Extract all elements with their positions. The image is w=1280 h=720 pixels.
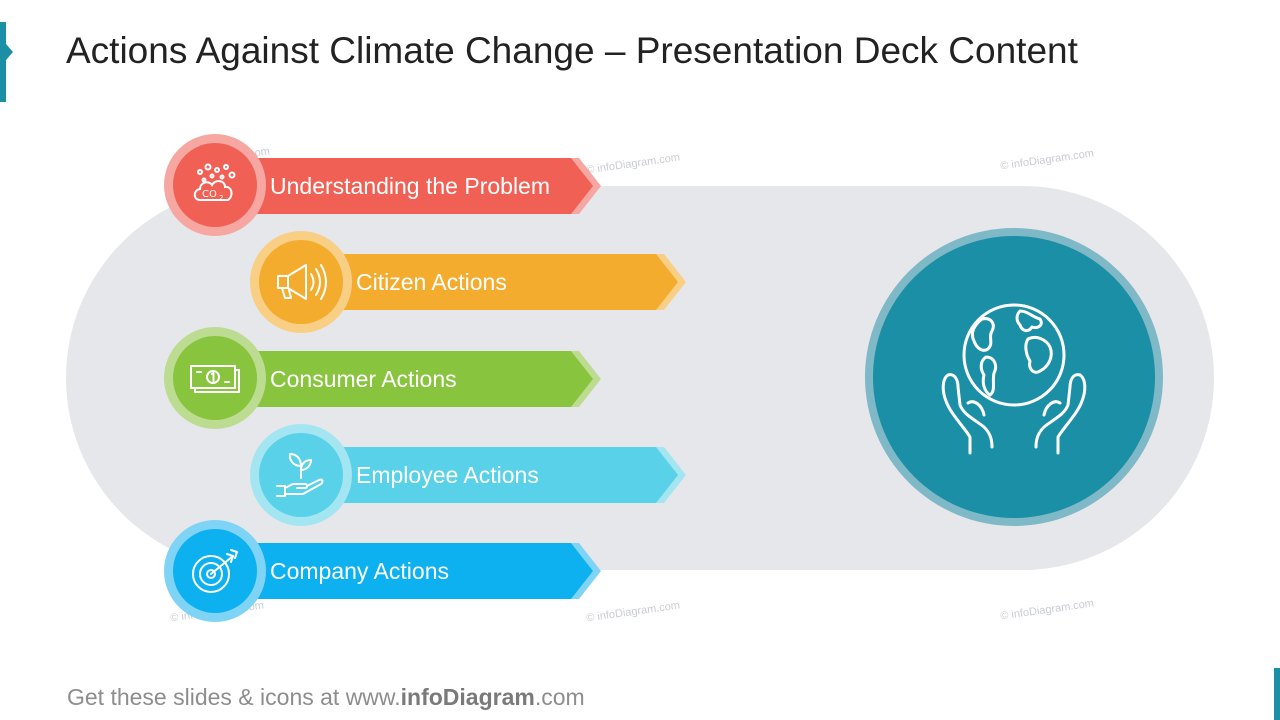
bubble-citizen-actions [250, 231, 352, 333]
banner-arrow [215, 158, 593, 214]
banner-label: Employee Actions [356, 461, 539, 488]
globe-in-hands-icon [941, 303, 1087, 455]
bubble-core [173, 336, 257, 420]
bubble-employee-actions [250, 424, 352, 526]
right-accent-bar [1274, 668, 1280, 720]
watermark: © infoDiagram.com [585, 151, 681, 177]
banner-arrow [300, 254, 678, 310]
footer-brand[interactable]: infoDiagram [400, 684, 535, 710]
banner-understanding-the-problem[interactable]: Understanding the Problem [215, 158, 601, 214]
bubble-core: CO 2 [173, 143, 257, 227]
banner-consumer-actions[interactable]: Consumer Actions [215, 351, 601, 407]
money-bill-icon [190, 365, 240, 393]
globe-circle-inner [873, 236, 1155, 518]
banner-arrow [300, 447, 678, 503]
bubble-core [259, 433, 343, 517]
bubble-company-actions [164, 520, 266, 622]
banner-label: Consumer Actions [270, 365, 457, 392]
left-accent-bar [0, 22, 13, 102]
watermark: © infoDiagram.com [999, 597, 1095, 623]
target-arrow-icon [192, 549, 238, 593]
banner-label: Understanding the Problem [270, 172, 550, 199]
bubble-consumer-actions [164, 327, 266, 429]
banner-arrow [215, 351, 593, 407]
slide-title: Actions Against Climate Change – Present… [66, 30, 1078, 71]
hand-plant-icon [276, 453, 324, 497]
banner-citizen-actions[interactable]: Citizen Actions [300, 254, 686, 310]
globe-circle [865, 228, 1163, 526]
banner-arrow [215, 543, 593, 599]
megaphone-icon [277, 264, 327, 300]
co2-cloud-icon: CO 2 [193, 163, 236, 202]
banner-company-actions[interactable]: Company Actions [215, 543, 601, 599]
watermark: © infoDiagram.com [585, 599, 681, 625]
svg-text:2: 2 [219, 194, 223, 202]
svg-text:CO: CO [202, 189, 217, 200]
footer-prefix: Get these slides & icons at www. [67, 684, 401, 710]
banner-label: Citizen Actions [356, 268, 507, 295]
watermark: © infoDiagram.com [999, 147, 1095, 173]
footer-promo: Get these slides & icons at www.infoDiag… [67, 684, 585, 711]
bubble-core [173, 529, 257, 613]
bubble-understanding-the-problem: CO 2 [164, 134, 266, 236]
footer-suffix: .com [534, 684, 585, 710]
banner-label: Company Actions [270, 557, 449, 584]
banner-employee-actions[interactable]: Employee Actions [300, 447, 686, 503]
bubble-core [259, 240, 343, 324]
